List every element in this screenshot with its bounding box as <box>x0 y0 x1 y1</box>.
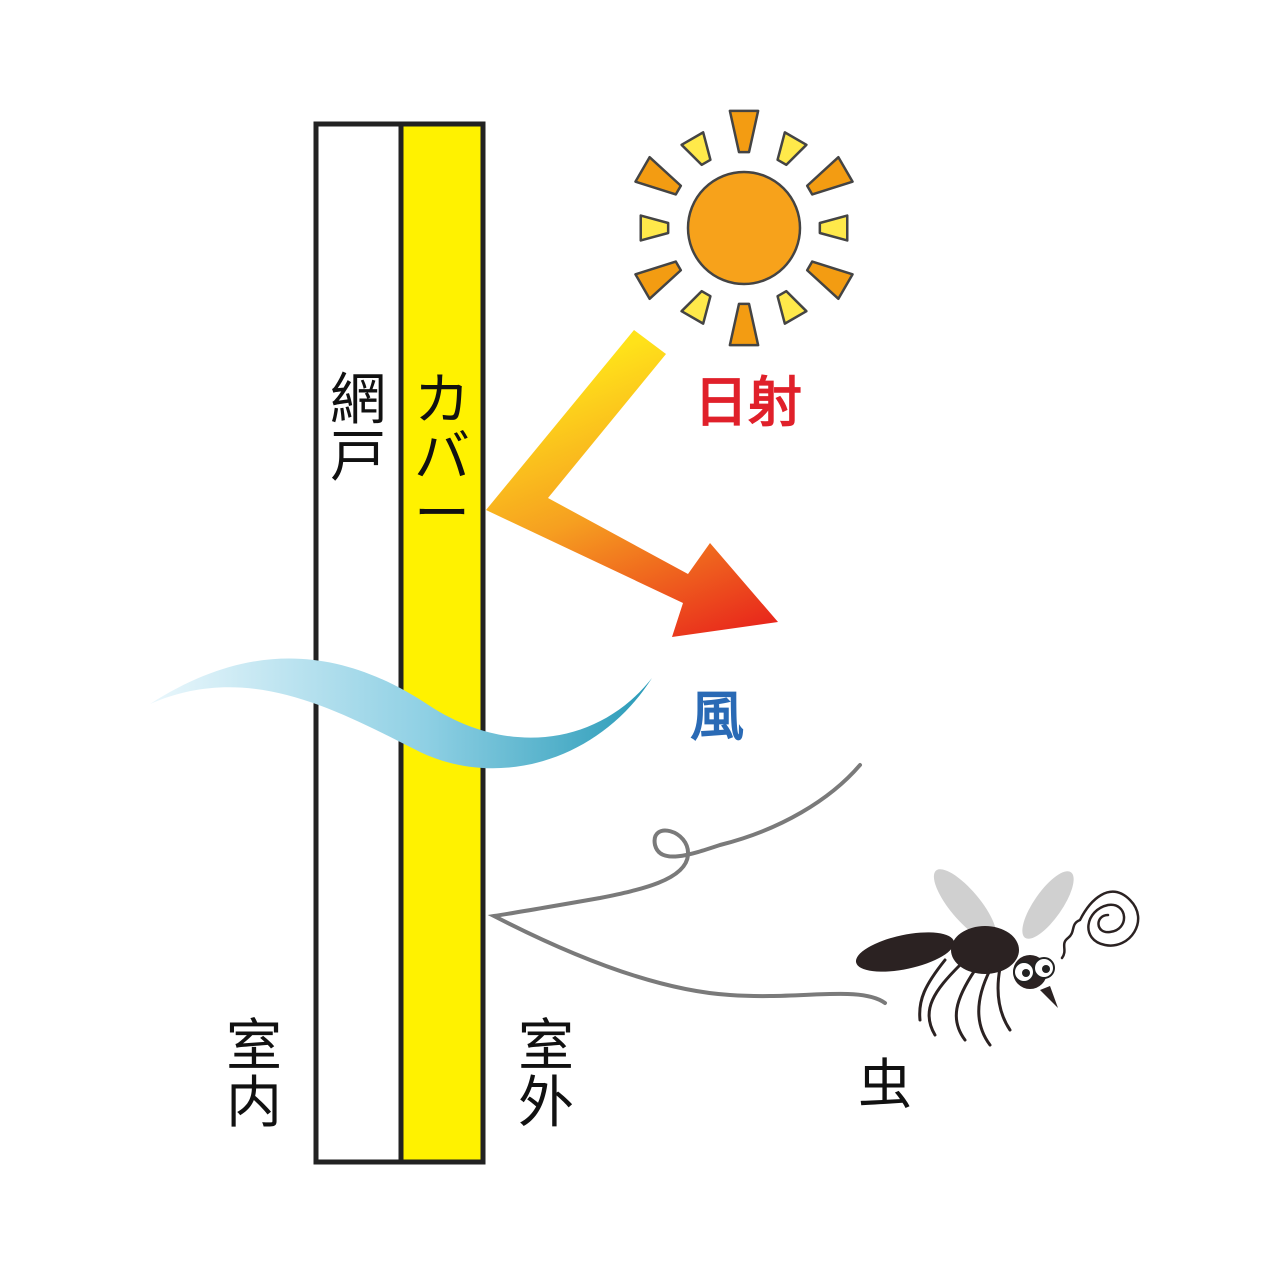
indoor-label-char-1: 室 <box>226 1018 282 1075</box>
outdoor-label: 室 外 <box>510 1018 582 1132</box>
sun-ray <box>778 132 807 164</box>
sun-ray <box>635 157 680 194</box>
sun-ray <box>730 304 758 345</box>
cover-panel <box>401 124 483 1162</box>
sun-ray <box>820 216 847 241</box>
sun-ray <box>682 291 711 323</box>
sunlight-label: 日射 <box>694 358 802 437</box>
screen-door-label-char-2: 戸 <box>330 429 386 486</box>
cover-label-char-1: カ <box>414 372 470 429</box>
sun-ray <box>807 262 852 299</box>
insect-flight-path <box>494 765 885 1003</box>
sun-ray <box>641 216 668 241</box>
sun-ray <box>682 132 711 164</box>
wind-label: 風 <box>690 672 744 751</box>
sun-ray <box>807 157 852 194</box>
sun-icon <box>635 111 852 345</box>
sun-ray <box>778 291 807 323</box>
cover-label: カ バ ー <box>404 372 480 543</box>
sun-core <box>688 172 800 284</box>
sun-ray <box>730 111 758 152</box>
cover-label-char-3: ー <box>414 486 470 543</box>
outdoor-label-char-1: 室 <box>518 1018 574 1075</box>
indoor-label: 室 内 <box>218 1018 290 1132</box>
indoor-label-char-2: 内 <box>226 1075 282 1132</box>
cover-label-char-2: バ <box>414 429 470 486</box>
insect-label: 虫 <box>858 1040 912 1119</box>
screen-door-label-char-1: 網 <box>330 372 386 429</box>
outdoor-label-char-2: 外 <box>518 1075 574 1132</box>
sun-ray <box>635 262 680 299</box>
mosquito-icon <box>853 861 1139 1045</box>
screen-door-label: 網 戸 <box>322 372 394 486</box>
screen-door-panel <box>316 124 402 1162</box>
